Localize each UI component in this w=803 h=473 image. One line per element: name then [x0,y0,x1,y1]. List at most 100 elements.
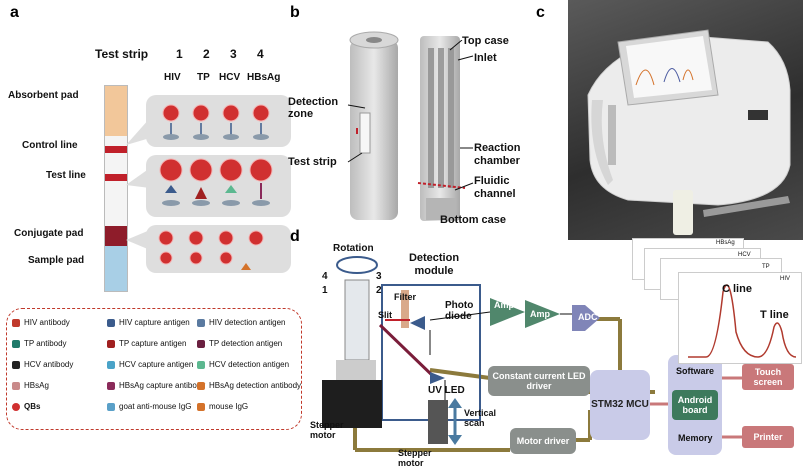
analyte-tp: TP [197,72,210,83]
top-case-label: Top case [462,35,509,47]
touch-screen-box: Touch screen [742,364,794,390]
stepper-motor-2-label: Stepper motor [398,448,432,468]
control-line-segment [105,146,127,153]
test-strip-graphic [104,85,128,292]
stack-label-tp: TP [762,264,770,270]
inlet-label: Inlet [474,52,497,64]
legend-item-label: goat anti-mouse IgG [119,402,192,411]
callout-pointers [126,118,150,250]
legend-item-label: HBsAg detection antibody [209,381,302,390]
analyte-hiv: HIV [164,72,181,83]
tp-antibody-icon [12,339,20,348]
t-line-label: T line [760,309,789,321]
hbsag-capture-antibody-icon [107,381,115,390]
software-label: Software [676,366,715,376]
position-3-label: 3 [376,271,382,282]
test-line-segment [105,174,127,181]
hiv-capture-antigen-icon [107,318,115,327]
hcv-capture-antigen-icon [107,360,115,369]
stack-label-hiv: HIV [780,276,791,282]
panel-b-leader-lines [347,40,474,191]
legend-item-label: TP capture antigen [119,339,187,348]
legend-item-label: HIV detection antigen [209,318,286,327]
conjugate-pad-label: Conjugate pad [14,228,84,239]
hcv-detection-antigen-icon [197,360,205,369]
legend-item: HIV antibody [12,318,70,327]
amp-2-label: Amp [530,309,550,319]
legend-item: HBsAg detection antibody [197,381,301,390]
position-1-label: 1 [322,285,328,296]
tp-capture-antigen-icon [107,339,115,348]
hiv-detection-antigen-icon [197,318,205,327]
amp-1-label: Amp [494,300,514,310]
legend-item-label: TP detection antigen [209,339,283,348]
legend-item: QBs [12,402,40,411]
stepper-motor-1-label: Stepper motor [310,420,344,440]
conjugate-pad-segment [105,226,127,246]
c-line-label: C line [722,283,752,295]
device-illustration [587,29,791,235]
analyte-hcv: HCV [219,72,241,83]
legend-item: TP detection antigen [197,339,282,348]
bottom-case-label: Bottom case [440,214,507,226]
hbsag-icon [12,381,20,390]
slit-label: Slit [378,310,393,320]
legend-item: HBsAg capture antibody [107,381,205,390]
qbs-icon [12,402,20,411]
legend-item-label: HCV detection antigen [209,360,290,369]
sample-pad-segment [105,246,127,291]
position-4-label: 4 [322,271,328,282]
test-strip-header: Test strip [95,47,149,61]
legend-item: mouse IgG [197,402,248,411]
fluidic-channel-label: Fluidic channel [474,175,516,200]
vertical-scan-label: Vertical scan [464,408,497,428]
panel-b-label: b [290,4,300,21]
device-photo [568,0,803,240]
cartridge-illustration [349,31,466,221]
motor-driver-box: Motor driver [510,428,576,454]
hbsag-detection-antibody-icon [197,381,205,390]
stm32-mcu-box: STM32 MCU [590,370,650,440]
legend-item-label: HBsAg [24,381,49,390]
legend-item-label: TP antibody [24,339,67,348]
legend-item: TP antibody [12,339,67,348]
legend-item-label: HCV antibody [24,360,74,369]
control-line-label: Control line [22,140,78,151]
panel-a-label: a [10,4,19,21]
memory-label: Memory [678,433,713,443]
mouse-igg-icon [197,402,205,411]
filter-label: Filter [394,292,417,302]
strip-number-3: 3 [230,47,237,61]
legend-item: HCV capture antigen [107,360,193,369]
strip-number-1: 1 [176,47,183,61]
strip-number-4: 4 [257,47,264,61]
goat-igg-icon [107,402,115,411]
hcv-antibody-icon [12,360,20,369]
legend-grid: HIV antibody HIV capture antigen HIV detec… [12,318,302,428]
legend-item: HBsAg [12,381,49,390]
printer-box: Printer [742,426,794,448]
panel-d-label: d [290,228,300,245]
position-2-label: 2 [376,285,382,296]
hiv-spectrum-curve [688,284,797,358]
qb-particle-illustrations [158,104,273,270]
strip-number-2: 2 [203,47,210,61]
android-board-box: Android board [672,390,718,420]
legend-item-label: mouse IgG [209,402,249,411]
legend-item: HIV detection antigen [197,318,286,327]
legend-item-label: HCV capture antigen [119,360,194,369]
spectrum-card-hiv [678,272,802,364]
legend-item: HCV antibody [12,360,73,369]
stack-label-hbsag: HBsAg [716,240,735,246]
legend-item: HIV capture antigen [107,318,190,327]
absorbent-pad-segment [105,86,127,136]
stack-label-hcv: HCV [738,252,751,258]
legend-item: TP capture antigen [107,339,186,348]
legend-item-label: HBsAg capture antibody [119,381,206,390]
test-line-label: Test line [46,170,86,181]
uv-led-label: UV LED [428,385,465,396]
sample-pad-label: Sample pad [28,255,85,266]
legend-item: HCV detection antigen [197,360,289,369]
analyte-hbsag: HBsAg [247,72,281,83]
tp-detection-antigen-icon [197,339,205,348]
